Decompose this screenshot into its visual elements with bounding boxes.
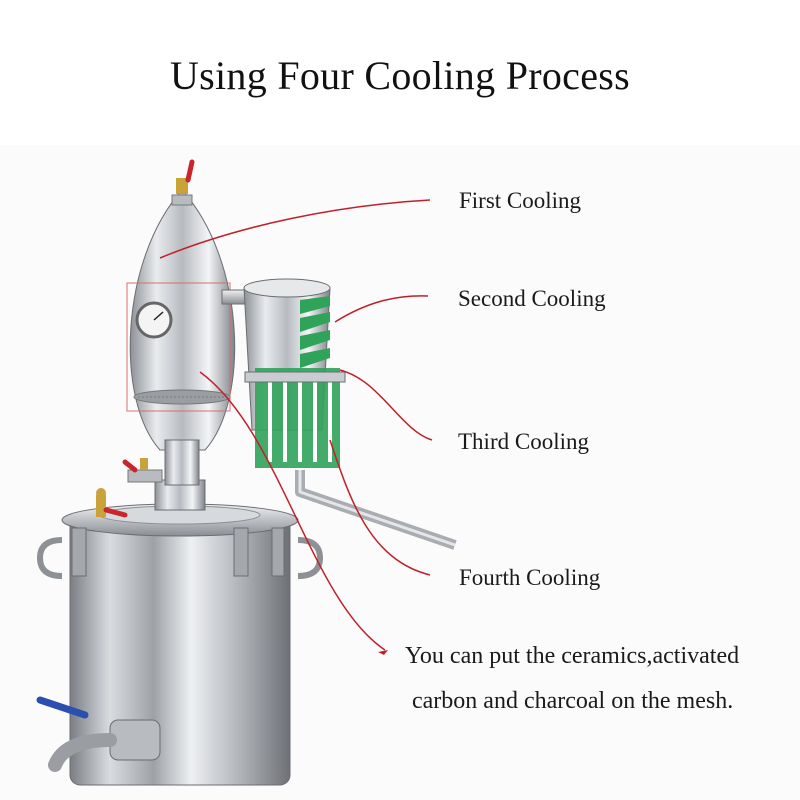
label-second-cooling: Second Cooling [458, 286, 606, 311]
green-coil [300, 296, 330, 368]
leader-second [334, 295, 429, 323]
leader-lines [159, 199, 433, 651]
leader-mesh [199, 371, 386, 651]
page-title: Using Four Cooling Process [169, 53, 631, 98]
cooling-column [122, 159, 236, 486]
top-valve-handle [185, 159, 195, 183]
blue-valve-handle [36, 696, 89, 719]
label-third-cooling: Third Cooling [458, 429, 589, 454]
condenser [243, 278, 457, 550]
leader-third [339, 369, 433, 441]
note-line-1: You can put the ceramics,activated [405, 643, 740, 669]
label-fourth-cooling: Fourth Cooling [459, 565, 601, 590]
note-line-2: carbon and charcoal on the mesh. [412, 688, 734, 714]
label-first-cooling: First Cooling [459, 188, 582, 213]
boiler-tank [36, 503, 324, 786]
leader-first [159, 199, 431, 259]
leader-fourth [329, 439, 431, 576]
